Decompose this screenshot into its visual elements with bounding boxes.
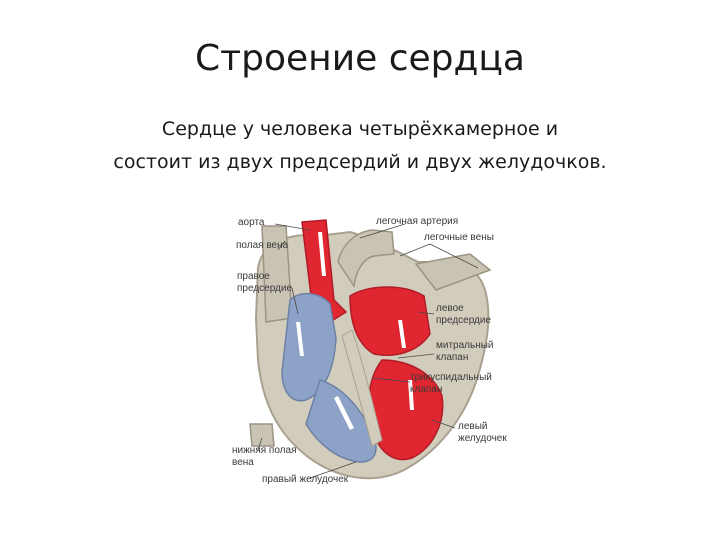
label-superior-vena-cava: полая вена — [236, 240, 289, 251]
label-right-atrium-2: предсердие — [237, 283, 292, 294]
label-left-atrium-1: левое — [436, 303, 464, 314]
label-mitral-valve-2: клапан — [436, 352, 468, 363]
label-pulmonary-artery: легочная артерия — [376, 216, 458, 227]
label-right-ventricle: правый желудочек — [262, 474, 349, 485]
label-left-atrium-2: предсердие — [436, 315, 491, 326]
label-aorta: аорта — [238, 217, 265, 228]
label-mitral-valve-1: митральный — [436, 340, 494, 351]
label-right-atrium-1: правое — [237, 271, 270, 282]
label-pulmonary-veins: легочные вены — [424, 232, 494, 243]
label-tricuspid-valve-2: клапан — [410, 384, 442, 395]
inferior-vena-cava — [250, 424, 274, 446]
label-inferior-vena-cava-2: вена — [232, 457, 254, 468]
label-left-ventricle-1: левый — [458, 421, 487, 432]
label-inferior-vena-cava-1: нижняя полая — [232, 445, 297, 456]
label-tricuspid-valve-1: трикуспидальный — [410, 372, 492, 383]
label-left-ventricle-2: желудочек — [458, 433, 507, 444]
